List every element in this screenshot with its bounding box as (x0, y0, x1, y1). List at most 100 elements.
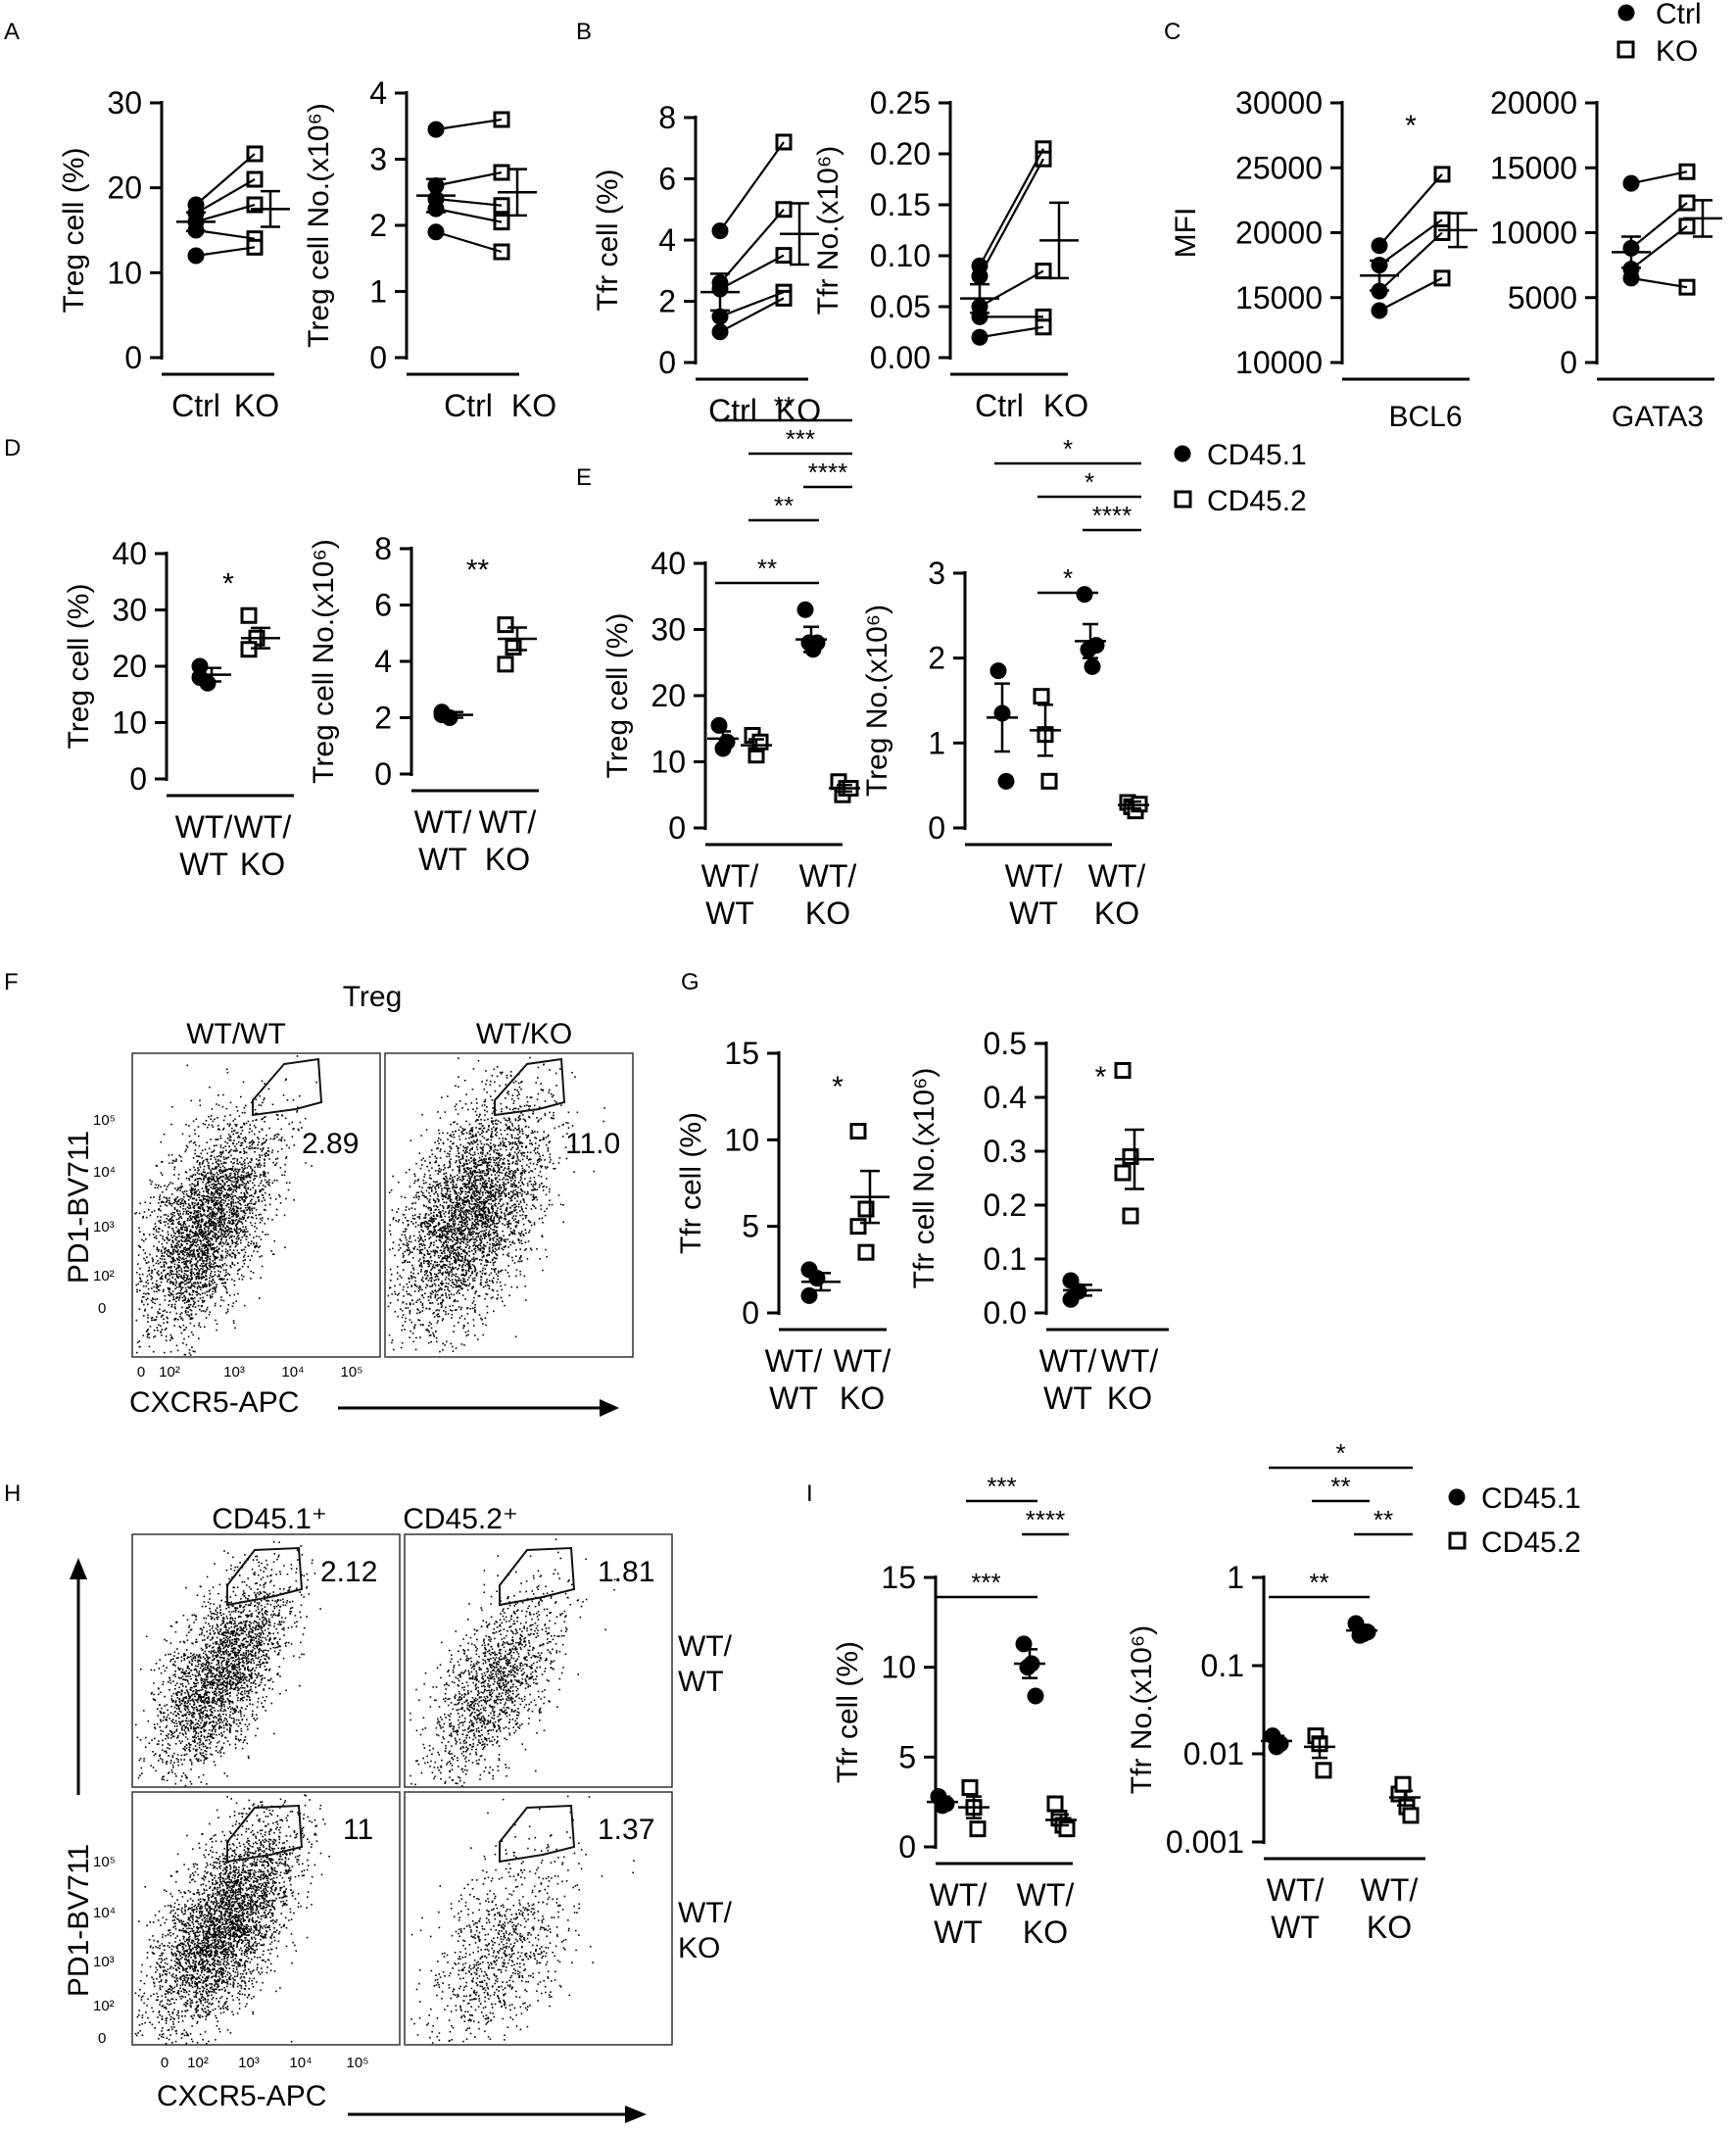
flow-event-dot (235, 1211, 238, 1213)
flow-event-dot (153, 1290, 156, 1292)
flow-event-dot (424, 1225, 426, 1227)
flow-event-dot (242, 1231, 244, 1234)
flow-event-dot (179, 1289, 182, 1292)
flow-event-dot (217, 1256, 219, 1259)
flow-event-dot (224, 1194, 226, 1196)
flow-event-dot (245, 1207, 247, 1209)
flow-event-dot (455, 1085, 457, 1088)
flow-event-dot (455, 1284, 458, 1286)
flow-event-dot (147, 1283, 150, 1284)
flow-event-dot (216, 1172, 218, 1174)
flow-event-dot (236, 1206, 239, 1209)
flow-event-dot (417, 1240, 420, 1242)
flow-event-dot (203, 1179, 205, 1181)
flow-event-dot (390, 1234, 392, 1236)
flow-event-dot (151, 1211, 153, 1213)
flow-event-dot (243, 1107, 246, 1109)
flow-event-dot (175, 1158, 177, 1160)
flow-event-dot (243, 1171, 245, 1173)
flow-event-dot (504, 1141, 506, 1144)
flow-event-dot (261, 1143, 264, 1146)
flow-event-dot (442, 1299, 444, 1302)
flow-event-dot (505, 1178, 507, 1181)
flow-event-dot (262, 1141, 265, 1144)
flow-event-dot (243, 1123, 246, 1126)
flow-event-dot (480, 1263, 482, 1265)
flow-event-dot (214, 1180, 216, 1183)
flow-event-dot (499, 1141, 502, 1144)
flow-event-dot (142, 1334, 145, 1336)
flow-event-dot (224, 1233, 226, 1235)
flow-event-dot (243, 1229, 246, 1232)
flow-event-dot (178, 1154, 180, 1157)
flow-event-dot (217, 1125, 219, 1127)
flow-event-dot (442, 1195, 445, 1198)
flow-event-dot (243, 1248, 245, 1251)
flow-event-dot (227, 1134, 230, 1136)
flow-event-dot (190, 1285, 192, 1288)
flow-event-dot (174, 1200, 176, 1202)
flow-event-dot (405, 1209, 408, 1211)
flow-event-dot (234, 1327, 236, 1330)
flow-event-dot (207, 1188, 210, 1190)
flow-event-dot (441, 1187, 443, 1189)
flow-event-dot (210, 1118, 212, 1121)
flow-event-dot (208, 1180, 210, 1183)
flow-event-dot (160, 1250, 163, 1252)
flow-event-dot (216, 1217, 218, 1220)
flow-event-dot (174, 1238, 176, 1240)
flow-event-dot (449, 1260, 451, 1263)
flow-event-dot (217, 1236, 219, 1238)
flow-event-dot (213, 1187, 215, 1189)
flow-event-dot (214, 1118, 216, 1121)
flow-event-dot (493, 1151, 496, 1153)
flow-event-dot (224, 1200, 226, 1202)
flow-event-dot (233, 1157, 236, 1160)
flow-event-dot (191, 1249, 193, 1252)
flow-event-dot (256, 1245, 258, 1247)
flow-event-dot (435, 1161, 438, 1163)
flow-event-dot (157, 1273, 160, 1276)
flow-event-dot (175, 1226, 177, 1229)
legend-marker-cd45-2 (1448, 1531, 1467, 1550)
flow-event-dot (452, 1206, 455, 1208)
flow-event-dot (469, 1238, 472, 1240)
flow-event-dot (230, 1205, 233, 1207)
flow-event-dot (217, 1236, 220, 1237)
flow-event-dot (226, 1225, 228, 1228)
flow-event-dot (411, 1299, 413, 1302)
flow-event-dot (241, 1279, 244, 1281)
flow-event-dot (263, 1098, 265, 1101)
flow-event-dot (296, 1111, 298, 1113)
flow-event-dot (223, 1219, 225, 1221)
flow-event-dot (456, 1204, 458, 1206)
flow-event-dot (180, 1317, 183, 1320)
flow-event-dot (217, 1248, 220, 1250)
flow-event-dot (188, 1219, 191, 1222)
flow-event-dot (176, 1296, 178, 1298)
flow-event-dot (212, 1266, 215, 1268)
flow-event-dot (219, 1219, 221, 1221)
flow-event-dot (247, 1171, 249, 1174)
flow-event-dot (198, 1230, 200, 1233)
flow-event-dot (169, 1267, 172, 1269)
flow-event-dot (237, 1170, 240, 1173)
flow-event-dot (176, 1245, 178, 1247)
flow-event-dot (144, 1259, 147, 1262)
flow-event-dot (458, 1203, 459, 1205)
flow-event-dot (220, 1162, 222, 1165)
flow-event-dot (433, 1228, 436, 1230)
flow-event-dot (252, 1182, 254, 1185)
flow-event-dot (292, 1099, 295, 1101)
flow-event-dot (464, 1222, 467, 1225)
flow-event-dot (220, 1192, 222, 1194)
flow-event-dot (225, 1271, 227, 1274)
flow-event-dot (232, 1120, 234, 1122)
flow-event-dot (522, 1211, 525, 1213)
flow-event-dot (196, 1286, 199, 1288)
flow-event-dot (449, 1197, 451, 1199)
flow-event-dot (233, 1264, 236, 1266)
flow-event-dot (466, 1221, 468, 1223)
flow-event-dot (468, 1149, 471, 1152)
flow-event-dot (232, 1249, 235, 1251)
